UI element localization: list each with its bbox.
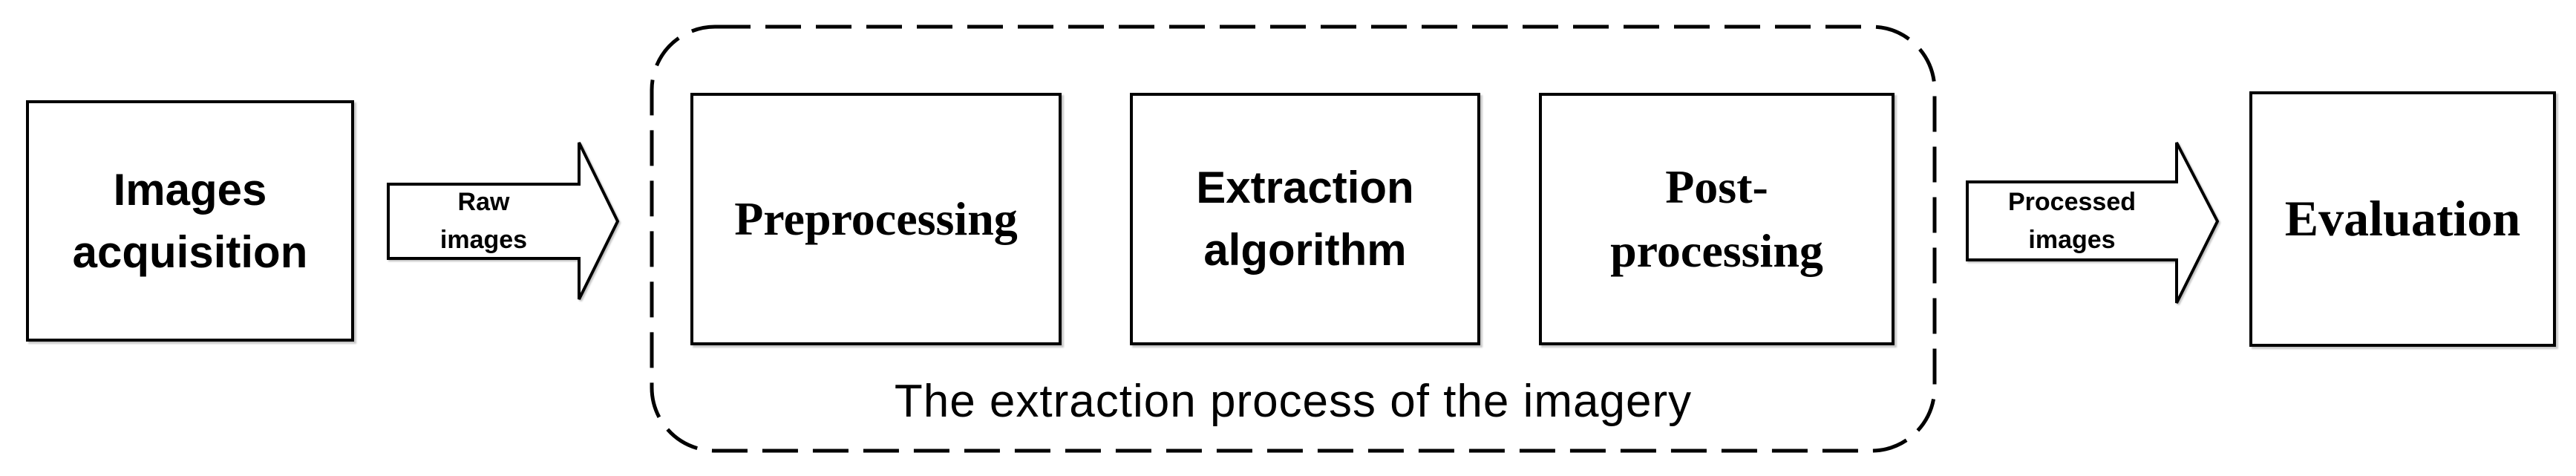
preprocessing-line1: Preprocessing <box>734 192 1018 245</box>
extraction-algorithm-box: Extraction algorithm <box>1130 93 1480 345</box>
processed-images-arrow-icon <box>1966 142 2220 304</box>
post-processing-label: Post- processing <box>1610 155 1823 284</box>
raw-images-arrow-label: Raw images <box>388 184 579 258</box>
evaluation-box: Evaluation <box>2249 91 2556 347</box>
extraction-process-group-border <box>650 25 1937 453</box>
extraction-process-group-caption: The extraction process of the imagery <box>894 375 1693 427</box>
images-acquisition-label: Images acquisition <box>73 159 308 284</box>
processed-images-line1: Processed <box>2008 187 2136 216</box>
raw-images-line1: Raw <box>457 188 510 216</box>
evaluation-line1: Evaluation <box>2284 190 2521 247</box>
post-processing-line2: processing <box>1610 224 1823 277</box>
preprocessing-box: Preprocessing <box>690 93 1062 345</box>
preprocessing-label: Preprocessing <box>734 187 1018 251</box>
extraction-process-group-outline <box>650 25 1937 453</box>
raw-images-arrow-icon <box>387 142 620 300</box>
post-processing-box: Post- processing <box>1539 93 1895 345</box>
extraction-algorithm-label: Extraction algorithm <box>1196 157 1413 281</box>
images-acquisition-line1: Images <box>113 164 267 215</box>
evaluation-label: Evaluation <box>2285 185 2520 253</box>
processed-images-line2: images <box>2028 225 2116 254</box>
images-acquisition-line2: acquisition <box>72 226 308 277</box>
processed-images-arrow-label: Processed images <box>1967 182 2177 260</box>
images-acquisition-box: Images acquisition <box>26 100 354 342</box>
extraction-algorithm-line2: algorithm <box>1203 225 1407 275</box>
raw-images-arrow-shape <box>387 142 620 300</box>
post-processing-line1: Post- <box>1665 160 1768 213</box>
raw-images-line2: images <box>439 226 528 254</box>
extraction-algorithm-line1: Extraction <box>1196 163 1414 212</box>
processed-images-arrow-shape <box>1966 142 2220 304</box>
